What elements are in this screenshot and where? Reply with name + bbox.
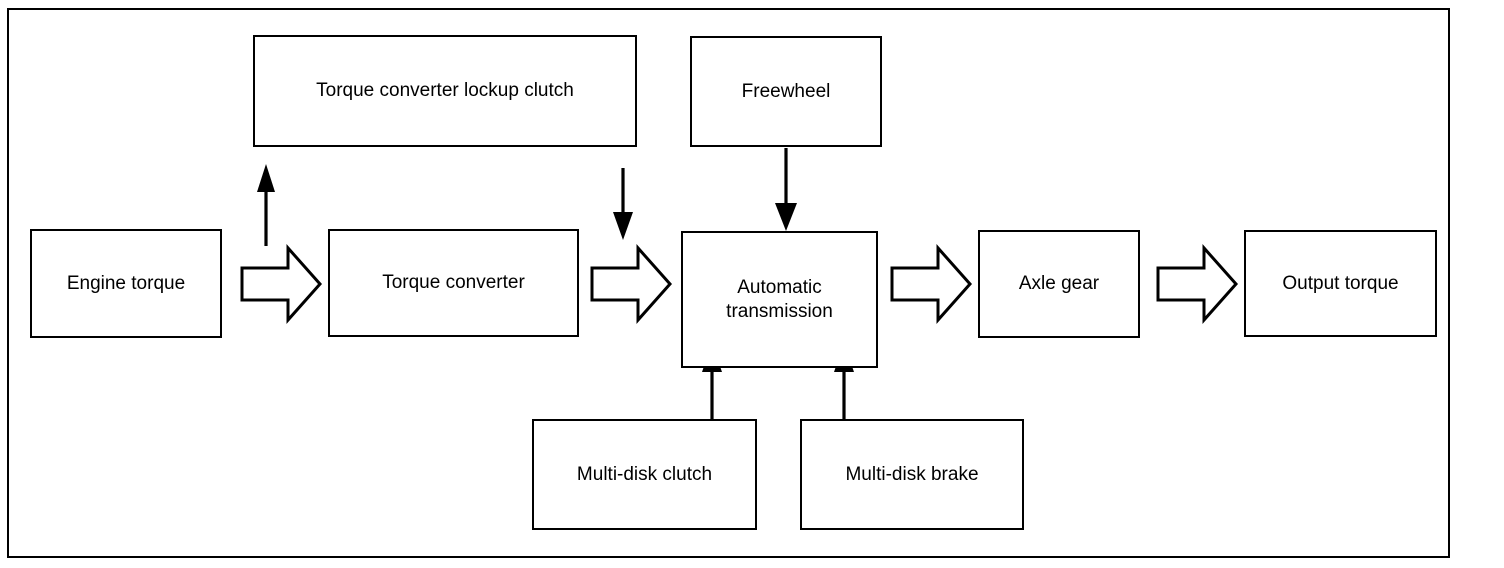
node-label-output-torque: Output torque [1282, 272, 1399, 294]
node-multi-disk-clutch[interactable]: Multi-disk clutch [532, 419, 757, 530]
node-label-torque-converter: Torque converter [382, 272, 525, 293]
node-label-engine-torque: Engine torque [66, 272, 186, 294]
node-label-multi-disk-clutch: Multi-disk clutch [576, 463, 713, 485]
node-label-axle-gear: Axle gear [1018, 273, 1100, 294]
node-multi-disk-brake[interactable]: Multi-disk brake [800, 419, 1024, 530]
node-output-torque[interactable]: Output torque [1244, 230, 1437, 337]
node-label-automatic-transmission-line1: Automatic [737, 276, 822, 298]
node-engine-torque[interactable]: Engine torque [30, 229, 222, 338]
node-label-torque-converter-lockup-clutch: Torque converter lockup clutch [316, 80, 574, 101]
node-label-freewheel: Freewheel [741, 80, 831, 102]
node-label-automatic-transmission-line2: transmission [726, 300, 833, 322]
node-label-automatic-transmission: Automatic transmission [726, 276, 833, 324]
node-torque-converter-lockup-clutch[interactable]: Torque converter lockup clutch [253, 35, 637, 147]
node-axle-gear[interactable]: Axle gear [978, 230, 1140, 338]
node-torque-converter[interactable]: Torque converter [328, 229, 579, 337]
node-label-multi-disk-brake: Multi-disk brake [845, 463, 979, 485]
node-automatic-transmission[interactable]: Automatic transmission [681, 231, 878, 368]
node-freewheel[interactable]: Freewheel [690, 36, 882, 147]
